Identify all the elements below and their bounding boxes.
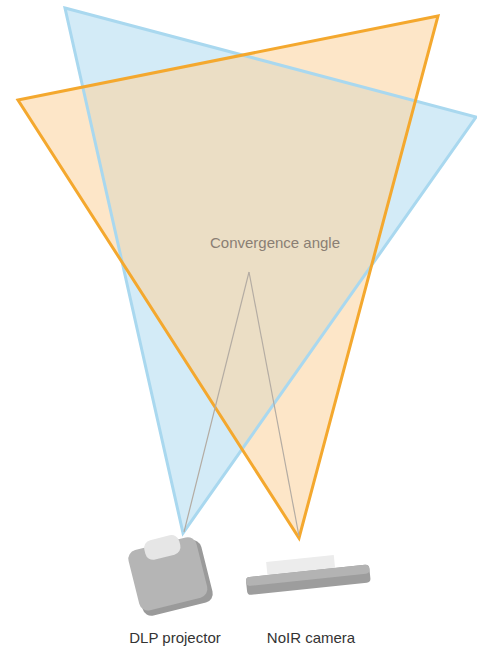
camera-icon: [244, 551, 371, 595]
projector-lens: [142, 533, 182, 561]
camera-board-top: [246, 564, 370, 586]
camera-field-outline: [18, 16, 438, 538]
angle-label: Convergence angle: [210, 234, 340, 252]
camera-board: [246, 564, 371, 595]
convergence-line: [184, 272, 249, 532]
projector-icon: [125, 529, 215, 619]
camera-field-fill: [18, 16, 438, 538]
convergence-line: [249, 272, 299, 536]
part-label: NoIR camera: [267, 629, 355, 647]
part-label: DLP projector: [129, 629, 220, 647]
